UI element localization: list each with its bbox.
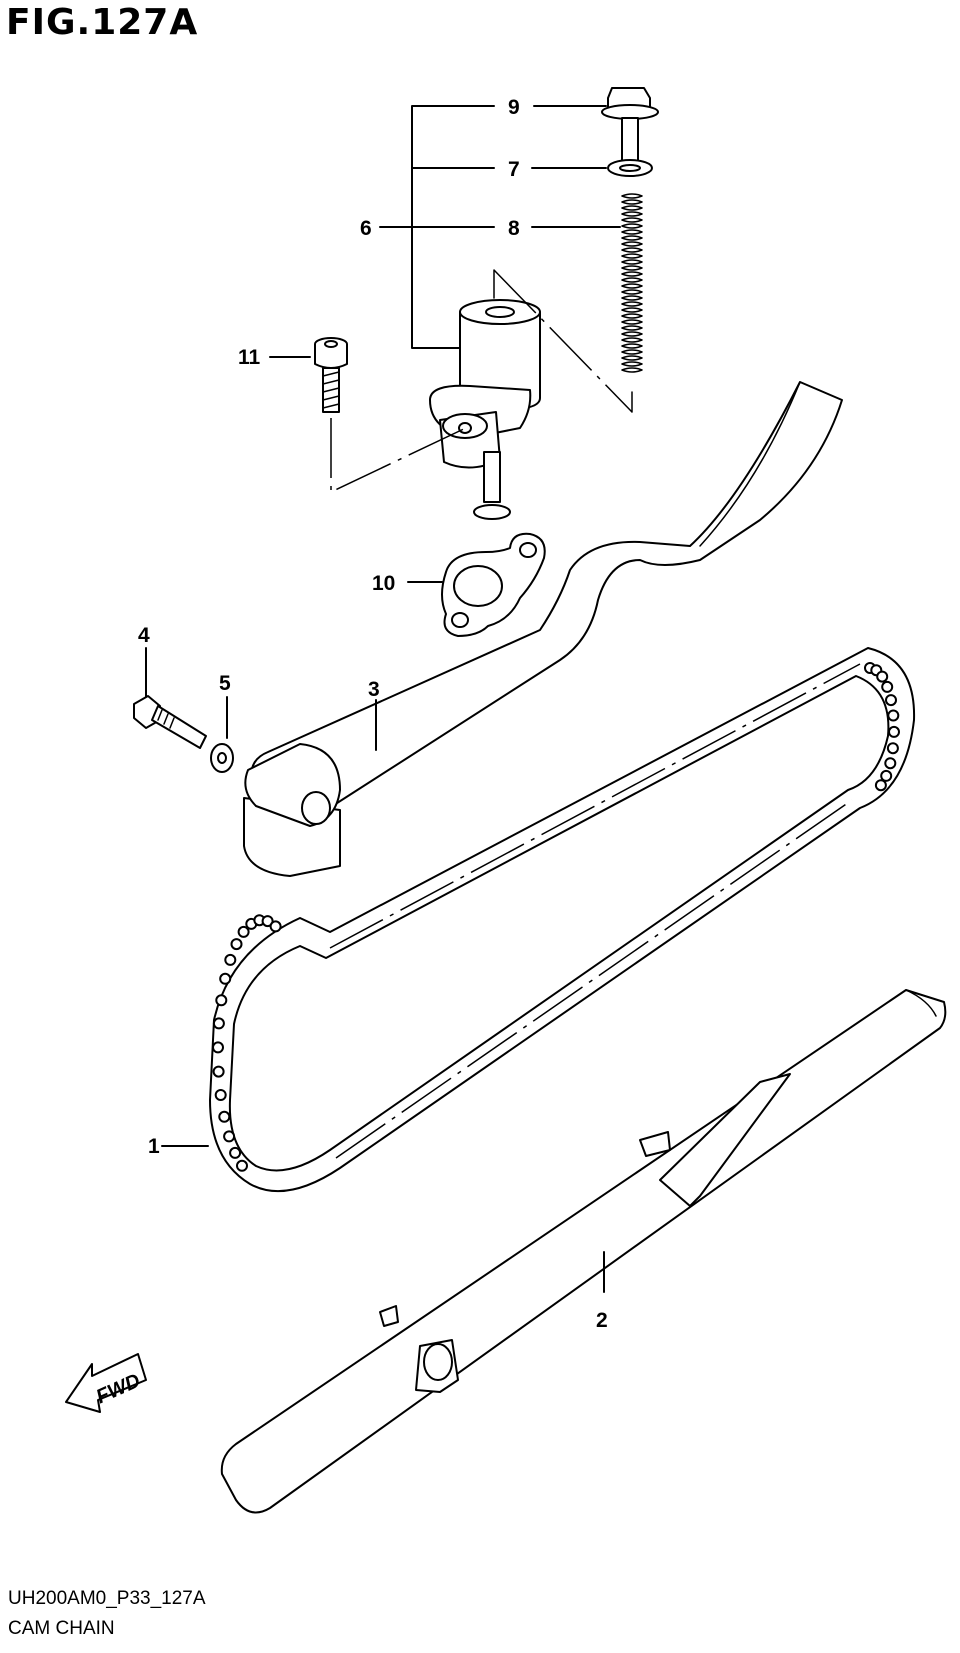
spring-coil xyxy=(621,331,643,337)
spring-coil xyxy=(621,277,643,283)
callout-6: 6 xyxy=(360,217,372,240)
figure-name: CAM CHAIN xyxy=(8,1618,115,1639)
chain-roller xyxy=(887,709,900,722)
chain-roller xyxy=(212,1041,224,1054)
part-6-tensioner-adjuster xyxy=(429,269,633,520)
spring-coil xyxy=(621,259,643,265)
spring-coil xyxy=(621,367,643,373)
callout-10: 10 xyxy=(372,572,395,595)
chain-roller xyxy=(888,725,900,738)
callout-7: 7 xyxy=(508,158,520,181)
spring-coil xyxy=(621,295,643,301)
spring-coil xyxy=(621,265,643,271)
part-1-cam-chain xyxy=(161,647,916,1193)
part-9-tensioner-bolt xyxy=(533,87,659,165)
spring-coil xyxy=(621,241,643,247)
chain-roller xyxy=(236,1159,248,1172)
chain-roller xyxy=(884,757,897,770)
callout-9: 9 xyxy=(508,96,520,119)
chain-roller xyxy=(880,769,893,782)
chain-roller xyxy=(881,680,894,693)
callout-8: 8 xyxy=(508,217,520,240)
chain-roller xyxy=(219,972,232,985)
chain-roller xyxy=(230,938,243,951)
chain-roller xyxy=(876,670,889,683)
spring-coil xyxy=(621,313,643,319)
spring-coil xyxy=(621,355,643,361)
callout-1: 1 xyxy=(148,1135,160,1158)
spring-coil xyxy=(621,193,643,199)
chain-roller xyxy=(886,742,899,755)
part-10-gasket xyxy=(407,532,546,637)
group-6-bracket xyxy=(379,105,495,349)
fwd-direction-arrow: FWD xyxy=(65,1353,147,1413)
spring-coil xyxy=(621,253,643,259)
chain-roller xyxy=(214,1089,227,1101)
chain-roller xyxy=(215,994,228,1007)
spring-coil xyxy=(621,199,643,205)
spring-coil xyxy=(621,229,643,235)
figure-title: FIG.127A xyxy=(6,2,199,43)
part-7-washer xyxy=(531,159,653,177)
figure-code: UH200AM0_P33_127A xyxy=(8,1588,206,1609)
callout-4: 4 xyxy=(138,624,150,647)
part-8-spring xyxy=(531,193,643,413)
spring-coil xyxy=(621,211,643,217)
part-2-chain-guide xyxy=(220,989,947,1514)
spring-coil xyxy=(621,205,643,211)
spring-coil xyxy=(621,325,643,331)
chain-roller xyxy=(212,1017,225,1030)
spring-coil xyxy=(621,343,643,349)
chain-roller xyxy=(885,694,897,707)
spring-coil xyxy=(621,301,643,307)
callout-2: 2 xyxy=(596,1309,608,1332)
part-3-tensioner-guide xyxy=(243,381,843,877)
spring-coil xyxy=(621,307,643,313)
part-4-pivot-bolt xyxy=(133,647,207,749)
callout-3: 3 xyxy=(368,678,380,701)
spring-coil xyxy=(621,217,643,223)
spring-coil xyxy=(621,247,643,253)
chain-roller xyxy=(874,779,887,792)
spring-coil xyxy=(621,223,643,229)
chain-roller xyxy=(223,1130,236,1143)
chain-roller xyxy=(224,953,237,966)
spring-coil xyxy=(621,235,643,241)
chain-roller xyxy=(218,1110,231,1123)
callout-5: 5 xyxy=(219,672,231,695)
spring-coil xyxy=(621,319,643,325)
part-5-washer xyxy=(210,696,234,773)
spring-coil xyxy=(621,337,643,343)
spring-coil xyxy=(621,283,643,289)
chain-roller xyxy=(269,920,282,933)
chain-roller xyxy=(229,1146,242,1159)
chain-roller xyxy=(237,925,250,938)
chain-roller xyxy=(212,1065,225,1078)
spring-coil xyxy=(621,271,643,277)
spring-coil xyxy=(621,349,643,355)
spring-coil xyxy=(621,289,643,295)
part-11-bolt xyxy=(269,337,471,494)
chain-roller xyxy=(261,915,274,928)
callout-11: 11 xyxy=(238,346,261,369)
spring-coil xyxy=(621,361,643,367)
